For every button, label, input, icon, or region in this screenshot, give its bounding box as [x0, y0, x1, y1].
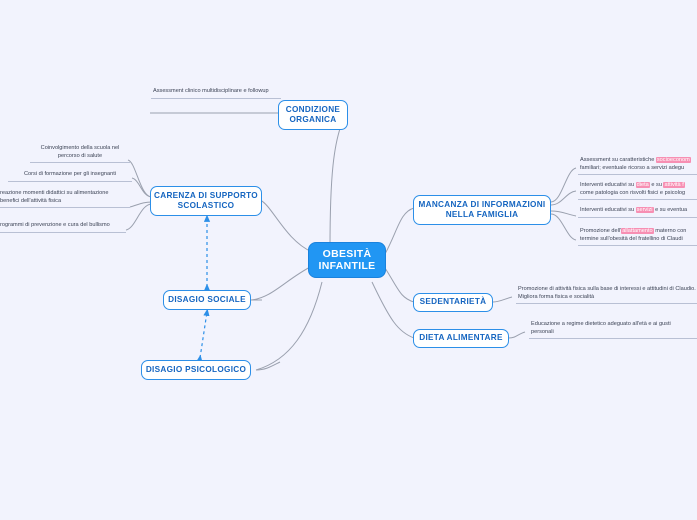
wire-disagio-psicologico: [255, 281, 323, 371]
branch-label-line1: CONDIZIONE: [285, 104, 341, 114]
branch-label-line2: SCOLASTICO: [177, 201, 235, 210]
highlight-dieta: dieta: [635, 182, 650, 188]
branch-label-line1: DISAGIO SOCIALE: [168, 294, 246, 304]
branch-label-line2: NELLA FAMIGLIA: [445, 210, 519, 219]
note-programmi-bullismo: rogrammi di prevenzione e cura del bulli…: [0, 222, 126, 233]
branch-node-disagio-sociale[interactable]: DISAGIO SOCIALE: [163, 290, 251, 310]
branch-label-line1: DISAGIO PSICOLOGICO: [145, 364, 247, 374]
wire-dieta-alimentare: [371, 281, 415, 339]
wire-mancanza-informazioni: [384, 207, 415, 255]
wire-sedentarieta: [384, 267, 415, 303]
note-text-pre: Interventi educativi su: [580, 182, 636, 188]
branch-node-condizione-organica[interactable]: CONDIZIONE ORGANICA: [278, 100, 348, 130]
note-text-post: materno con termine sull'obesità del fra…: [580, 228, 687, 242]
branch-label-line1: CARENZA DI SUPPORTO: [154, 190, 258, 200]
note-assessment-clinico-followup: Assessment clinico multidisciplinare e f…: [151, 88, 281, 99]
note-momenti-didattici: reazione momenti didattici su alimentazi…: [0, 190, 130, 209]
wire-sedentarieta-note: [492, 296, 513, 303]
relation-psicologico-sociale: [196, 308, 210, 363]
highlight-allattamento: allattamento: [621, 228, 654, 234]
note-coinvolgimento-scuola: Coinvolgimento della scuola nel percorso…: [30, 145, 130, 164]
wire-dieta-note: [508, 331, 526, 339]
branch-node-dieta-alimentare[interactable]: DIETA ALIMENTARE: [413, 329, 509, 348]
branch-label-line1: SEDENTARIETÀ: [419, 297, 487, 307]
note-text-post: e su eventua: [653, 207, 688, 213]
wire-mancanza-note2: [550, 190, 577, 206]
note-promozione-attivita-fisica: Promozione di attività fisica sulla base…: [516, 286, 697, 305]
wire-mancanza-note1: [550, 167, 577, 203]
wire-carenza: [259, 199, 313, 253]
branch-node-mancanza-informazioni-famiglia[interactable]: MANCANZA DI INFORMAZIONI NELLA FAMIGLIA: [413, 195, 551, 225]
note-text-pre: Interventi educativi su: [580, 207, 636, 213]
branch-label-line1: MANCANZA DI INFORMAZIONI: [418, 199, 546, 209]
wire-disagio-sociale: [250, 265, 313, 301]
note-text-post: come patologia con risvolti fisici e psi…: [580, 189, 686, 196]
note-text-pre: Promozione dell': [580, 228, 622, 234]
note-interventi-servizi: Interventi educativi su servizi e su eve…: [578, 207, 697, 218]
note-educazione-dietetica: Educazione a regime dietetico adeguato a…: [529, 321, 697, 340]
center-node-label-line1: OBESITÀ: [322, 247, 372, 260]
wire-carenza-note3: [129, 201, 153, 208]
wire-mancanza-note4: [550, 213, 577, 241]
wire-carenza-note4: [125, 203, 153, 231]
note-assessment-socioeconomiche: Assessment su caratteristiche socioecono…: [578, 157, 697, 176]
branch-label-line2: ORGANICA: [289, 115, 337, 124]
highlight-servizi: servizi: [635, 207, 654, 213]
wire-mancanza-note3: [550, 210, 577, 217]
wire-disagio-psicologico-stub: [255, 361, 281, 371]
note-interventi-dieta-attivita: Interventi educativi su dieta e su attiv…: [578, 182, 697, 201]
note-text-mid: e su: [649, 182, 664, 188]
note-promozione-allattamento: Promozione dell'allattamento materno con…: [578, 228, 697, 247]
branch-node-carenza-supporto-scolastico[interactable]: CARENZA DI SUPPORTO SCOLASTICO: [150, 186, 262, 216]
center-node-label-line2: INFANTILE: [318, 260, 376, 272]
branch-node-disagio-psicologico[interactable]: DISAGIO PSICOLOGICO: [141, 360, 251, 380]
wire-carenza-note2: [131, 177, 153, 198]
note-text-pre: Assessment su caratteristiche: [580, 157, 656, 163]
center-node-obesita-infantile[interactable]: OBESITÀ INFANTILE: [308, 242, 386, 278]
branch-label-line1: DIETA ALIMENTARE: [419, 333, 503, 343]
highlight-socioeconomiche: socioeconom: [655, 157, 691, 163]
wire-condizione-organica: [329, 115, 346, 249]
note-corsi-formazione: Corsi di formazione per gli insegnanti: [8, 171, 132, 182]
highlight-attivita-fisica: attività f: [663, 182, 685, 188]
note-text-post: familiari; eventuale ricorso a servizi a…: [580, 164, 685, 171]
branch-node-sedentarieta[interactable]: SEDENTARIETÀ: [413, 293, 493, 312]
